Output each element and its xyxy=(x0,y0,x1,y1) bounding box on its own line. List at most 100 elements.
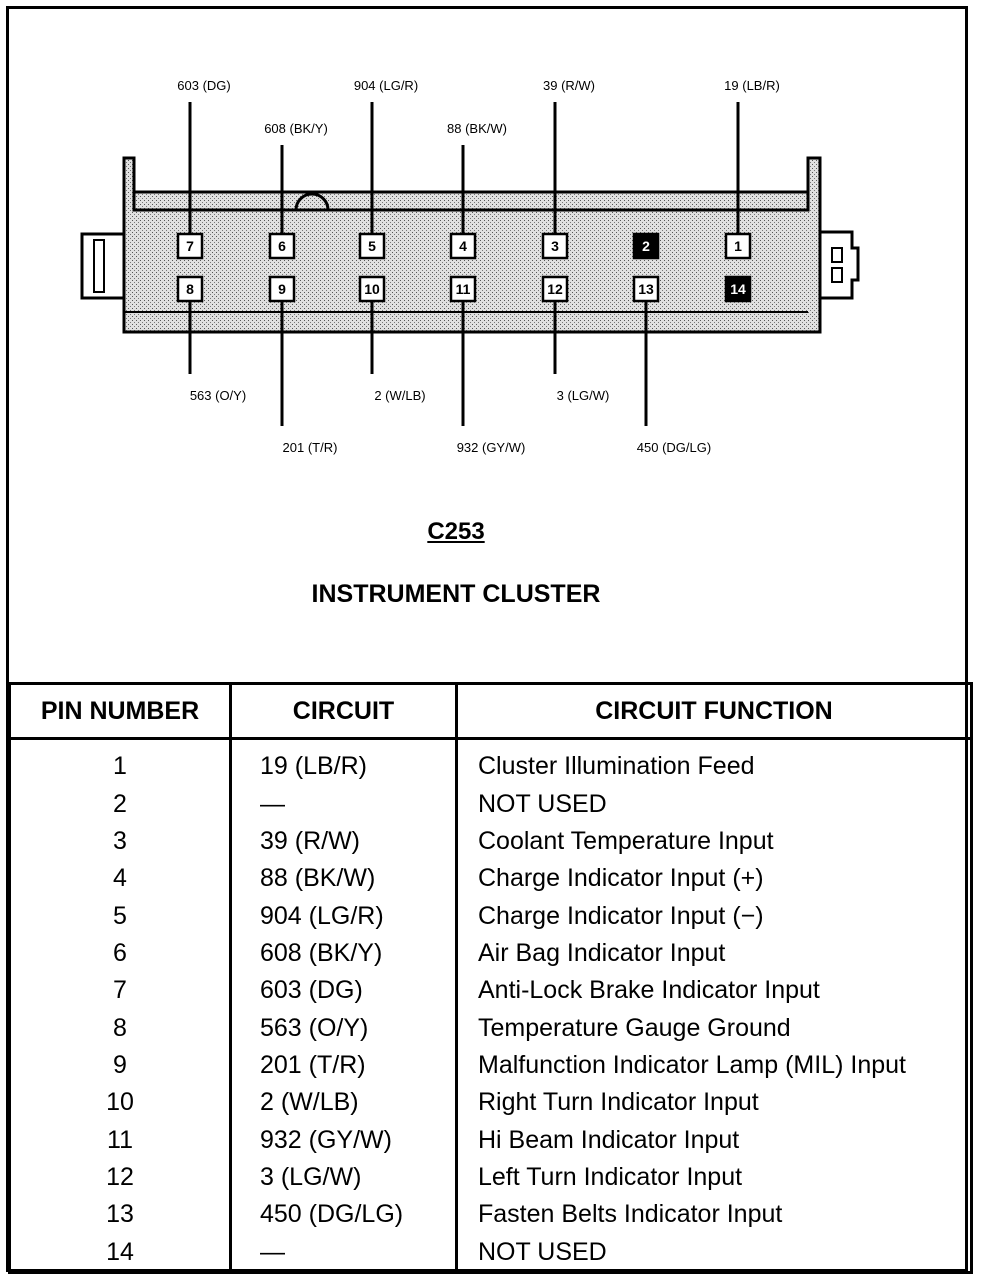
cavity-number: 5 xyxy=(368,238,376,254)
circuit-function-cell: Charge Indicator Input (+) xyxy=(455,860,973,898)
circuit-function-cell: Fasten Belts Indicator Input xyxy=(455,1196,973,1234)
pin-number-cell: 10 xyxy=(8,1084,232,1122)
header-circuit: CIRCUIT xyxy=(229,682,458,740)
circuit-function-cell: Cluster Illumination Feed xyxy=(455,738,973,786)
cavity-number: 9 xyxy=(278,281,286,297)
circuit-cell: 904 (LG/R) xyxy=(229,897,458,935)
wire-label-3: 39 (R/W) xyxy=(543,78,595,93)
pin-number-cell: 7 xyxy=(8,972,232,1010)
pin-number-cell: 3 xyxy=(8,822,232,861)
circuit-cell: — xyxy=(229,1233,458,1274)
pin-number-cell: 11 xyxy=(8,1121,232,1159)
table-row: 2—NOT USED xyxy=(8,785,973,823)
wire-label-1: 19 (LB/R) xyxy=(724,78,780,93)
cavity-1: 1 xyxy=(724,232,752,260)
cavity-7: 7 xyxy=(176,232,204,260)
circuit-function-cell: Temperature Gauge Ground xyxy=(455,1009,973,1047)
cavity-number: 7 xyxy=(186,238,194,254)
circuit-cell: — xyxy=(229,785,458,823)
cavity-number: 1 xyxy=(734,238,742,254)
circuit-cell: 201 (T/R) xyxy=(229,1046,458,1085)
cavity-number: 6 xyxy=(278,238,286,254)
cavity-number: 8 xyxy=(186,281,194,297)
cavity-8: 8 xyxy=(176,275,204,303)
circuit-cell: 19 (LB/R) xyxy=(229,738,458,786)
header-circuit-function: CIRCUIT FUNCTION xyxy=(455,682,973,740)
circuit-cell: 450 (DG/LG) xyxy=(229,1196,458,1234)
wire-leads xyxy=(188,102,740,426)
cavity-12: 12 xyxy=(541,275,569,303)
connector-id: C253 xyxy=(427,518,485,545)
wire-labels: 603 (DG)608 (BK/Y)904 (LG/R)88 (BK/W)39 … xyxy=(177,78,780,455)
circuit-cell: 563 (O/Y) xyxy=(229,1009,458,1047)
pin-number-cell: 12 xyxy=(8,1158,232,1197)
cavity-13: 13 xyxy=(632,275,660,303)
cavity-number: 12 xyxy=(547,281,563,297)
circuit-function-cell: Malfunction Indicator Lamp (MIL) Input xyxy=(455,1046,973,1085)
cavity-number: 11 xyxy=(456,281,471,297)
wire-label-9: 201 (T/R) xyxy=(283,440,338,455)
wire-label-5: 904 (LG/R) xyxy=(354,78,418,93)
pin-number-cell: 8 xyxy=(8,1009,232,1047)
cavity-3: 3 xyxy=(541,232,569,260)
wire-label-6: 608 (BK/Y) xyxy=(264,121,328,136)
header-pin-number: PIN NUMBER xyxy=(8,682,232,740)
circuit-function-cell: Hi Beam Indicator Input xyxy=(455,1121,973,1159)
wire-label-8: 563 (O/Y) xyxy=(190,388,246,403)
wire-label-10: 2 (W/LB) xyxy=(374,388,425,403)
pin-number-cell: 13 xyxy=(8,1196,232,1234)
cavity-number: 3 xyxy=(551,238,559,254)
wire-label-4: 88 (BK/W) xyxy=(447,121,507,136)
wire-label-11: 932 (GY/W) xyxy=(457,440,526,455)
cavity-number: 10 xyxy=(364,281,380,297)
circuit-cell: 608 (BK/Y) xyxy=(229,934,458,973)
circuit-function-cell: NOT USED xyxy=(455,1233,973,1274)
cavity-4: 4 xyxy=(449,232,477,260)
circuit-function-cell: Charge Indicator Input (−) xyxy=(455,897,973,935)
pin-number-cell: 1 xyxy=(8,738,232,786)
circuit-function-cell: Anti-Lock Brake Indicator Input xyxy=(455,972,973,1010)
left-latch xyxy=(80,232,126,300)
circuit-cell: 932 (GY/W) xyxy=(229,1121,458,1159)
wire-label-13: 450 (DG/LG) xyxy=(637,440,711,455)
cavity-6: 6 xyxy=(268,232,296,260)
circuit-cell: 2 (W/LB) xyxy=(229,1084,458,1122)
pin-number-cell: 5 xyxy=(8,897,232,935)
circuit-function-cell: Left Turn Indicator Input xyxy=(455,1158,973,1197)
wire-label-12: 3 (LG/W) xyxy=(557,388,610,403)
circuit-function-cell: Air Bag Indicator Input xyxy=(455,934,973,973)
pin-number-cell: 6 xyxy=(8,934,232,973)
pin-number-cell: 4 xyxy=(8,860,232,898)
pin-number-cell: 9 xyxy=(8,1046,232,1085)
pin-number-cell: 14 xyxy=(8,1233,232,1274)
cavity-5: 5 xyxy=(358,232,386,260)
cavity-number: 4 xyxy=(459,238,467,254)
circuit-cell: 39 (R/W) xyxy=(229,822,458,861)
circuit-function-cell: NOT USED xyxy=(455,785,973,823)
cavity-number: 14 xyxy=(730,281,746,297)
circuit-function-cell: Right Turn Indicator Input xyxy=(455,1084,973,1122)
cavity-number: 2 xyxy=(642,238,650,254)
right-latch xyxy=(818,230,860,300)
cavity-14: 14 xyxy=(724,275,752,303)
pin-table-header: PIN NUMBER CIRCUIT CIRCUIT FUNCTION xyxy=(8,682,973,740)
circuit-cell: 88 (BK/W) xyxy=(229,860,458,898)
circuit-function-cell: Coolant Temperature Input xyxy=(455,822,973,861)
cavity-10: 10 xyxy=(358,275,386,303)
cavity-9: 9 xyxy=(268,275,296,303)
